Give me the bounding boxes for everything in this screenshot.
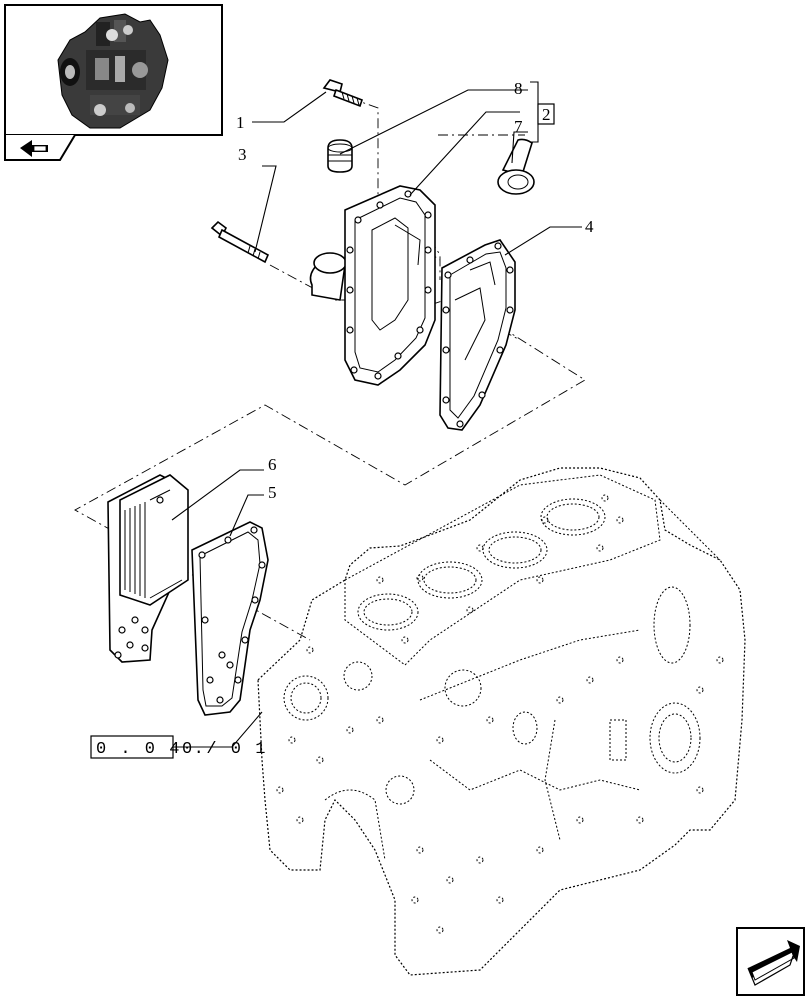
callout-3: 3 bbox=[238, 145, 247, 164]
part-4-gasket bbox=[439, 239, 516, 431]
part-8-valve-insert bbox=[327, 139, 353, 173]
next-arrow-icon bbox=[747, 940, 800, 986]
callout-7: 7 bbox=[514, 117, 523, 136]
next-page-button[interactable] bbox=[736, 927, 805, 996]
part-7-sleeve bbox=[497, 138, 535, 195]
callout-labels: 1 3 8 7 4 6 5 2 bbox=[236, 79, 594, 502]
callout-4: 4 bbox=[585, 217, 594, 236]
callout-leaders bbox=[171, 81, 582, 748]
part-3-long-bolt bbox=[210, 220, 270, 264]
engine-thumbnail[interactable] bbox=[4, 4, 223, 161]
callout-1: 1 bbox=[236, 113, 245, 132]
part-2-cooler-housing bbox=[309, 185, 436, 386]
part-1-bolt bbox=[322, 79, 364, 108]
engine-block bbox=[257, 467, 746, 976]
part-6-oil-cooler bbox=[107, 474, 189, 663]
callout-2-boxed: 2 bbox=[542, 105, 551, 124]
reference-code[interactable]: 0 . 0 4 . 0 / 0 1 bbox=[90, 735, 267, 759]
back-arrow-icon[interactable] bbox=[20, 140, 48, 157]
callout-8: 8 bbox=[514, 79, 523, 98]
housing-bolt-holes bbox=[346, 190, 432, 380]
part-5-cooler-gasket bbox=[191, 521, 269, 716]
cooler-ports bbox=[114, 496, 164, 659]
reference-code-tail: 0 / 0 1 bbox=[182, 740, 267, 759]
engine-thumbnail-icon bbox=[57, 13, 169, 129]
reference-code-boxed: 0 . 0 4 . bbox=[96, 740, 206, 759]
callout-5: 5 bbox=[268, 483, 277, 502]
gasket-bolt-holes bbox=[442, 242, 514, 428]
block-bolt-holes bbox=[276, 494, 724, 934]
callout-6: 6 bbox=[268, 455, 277, 474]
cooler-gasket-holes bbox=[198, 526, 266, 704]
